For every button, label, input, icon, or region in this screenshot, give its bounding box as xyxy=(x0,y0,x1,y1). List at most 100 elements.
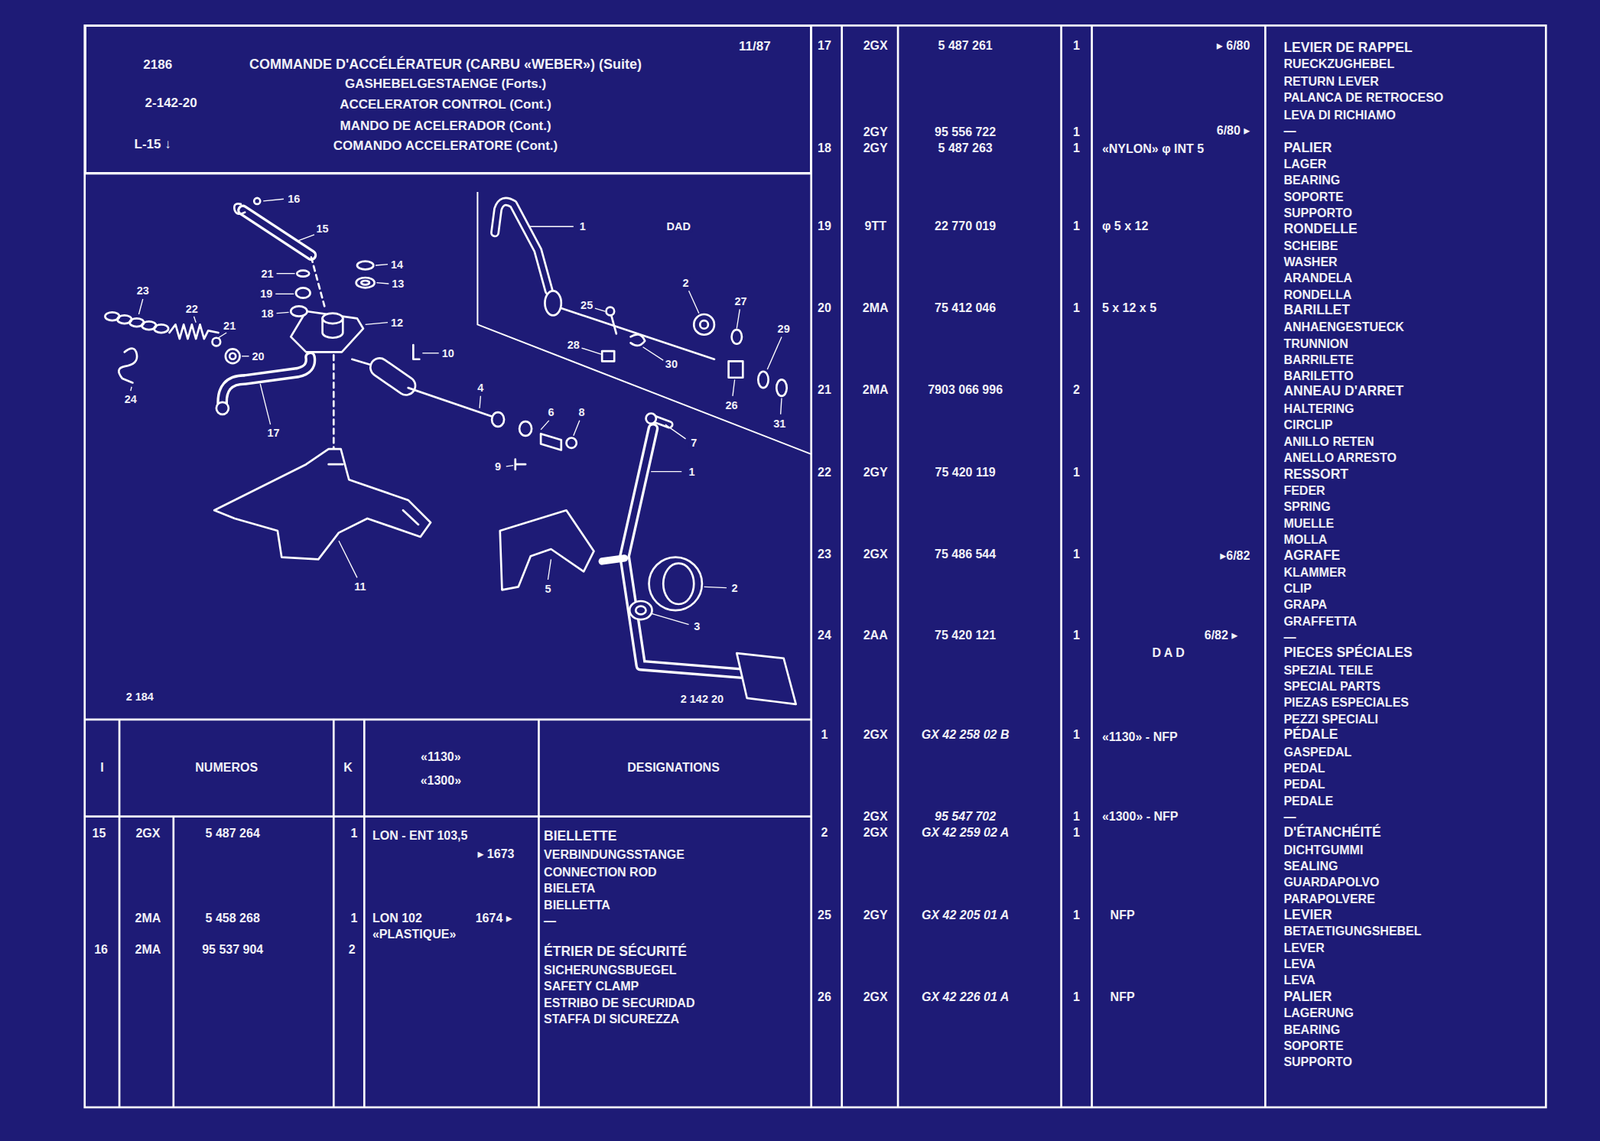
table-cell: 23 xyxy=(817,548,832,561)
leader-line xyxy=(767,336,782,370)
table-cell: 95 556 722 xyxy=(934,126,996,139)
table-cell: PÉDALE xyxy=(1283,728,1338,742)
callout-number: 20 xyxy=(250,350,266,362)
leader-line xyxy=(479,396,481,409)
part-drawing xyxy=(243,210,312,256)
callout-number: 9 xyxy=(493,461,503,473)
part-drawing xyxy=(736,653,796,705)
table-cell: WASHER xyxy=(1283,256,1337,269)
part-drawing xyxy=(253,198,261,205)
table-cell: LAGER xyxy=(1283,158,1327,171)
frame-line xyxy=(477,191,811,455)
callout-number: 13 xyxy=(390,278,406,290)
table-cell: DICHTGUMMI xyxy=(1283,844,1363,857)
callout-number: 6 xyxy=(546,406,556,419)
leader-line xyxy=(276,312,290,313)
part-drawing xyxy=(328,464,419,525)
table-cell: 1 xyxy=(1073,302,1080,315)
callout-number: 22 xyxy=(184,303,200,316)
table-cell: SPEZIAL TEILE xyxy=(1283,664,1373,677)
leader-line xyxy=(241,355,249,357)
part-drawing xyxy=(699,320,709,329)
table-cell: 1 xyxy=(1073,39,1080,53)
table-cell: «1130» - NFP xyxy=(1102,731,1178,744)
part-drawing xyxy=(357,261,374,270)
table-cell: PEDAL xyxy=(1283,778,1325,791)
callout-number: 12 xyxy=(389,316,405,329)
table-cell: SCHEIBE xyxy=(1283,240,1338,253)
part-drawing xyxy=(624,429,744,674)
table-cell: 95 547 702 xyxy=(934,810,996,823)
table-cell: 2MA xyxy=(862,302,889,315)
leader-line xyxy=(650,613,689,625)
leader-line xyxy=(595,308,605,312)
callout-number: 31 xyxy=(771,418,787,430)
table-cell: — xyxy=(543,915,557,928)
table-cell: GX 42 205 01 A xyxy=(921,909,1009,922)
table-cell: — xyxy=(1283,631,1296,644)
table-cell: LEVA xyxy=(1283,958,1315,971)
leader-line xyxy=(665,424,687,440)
callout-number: 15 xyxy=(315,223,331,235)
table-cell: KLAMMER xyxy=(1283,566,1347,579)
callout-number: 1 xyxy=(687,465,697,478)
table-cell: 2MA xyxy=(862,383,889,397)
callout-number: 3 xyxy=(692,621,702,633)
table-cell: ARANDELA xyxy=(1283,272,1353,285)
leader-line xyxy=(581,347,601,355)
table-cell: 5 487 264 xyxy=(205,827,261,840)
leader-line xyxy=(732,379,735,396)
table-cell: 75 486 544 xyxy=(934,548,996,561)
table-cell: 75 420 121 xyxy=(934,629,996,642)
leader-line xyxy=(298,234,315,241)
callout-number: DAD xyxy=(665,221,693,233)
leader-line xyxy=(573,420,580,436)
table-cell: 2MA xyxy=(135,943,162,957)
table-cell: 75 412 046 xyxy=(934,302,996,315)
table-cell: 22 xyxy=(817,466,832,479)
table-cell: 2GX xyxy=(863,810,888,823)
part-drawing xyxy=(356,277,375,288)
callout-number: 21 xyxy=(259,267,275,280)
table-cell: GRAFFETTA xyxy=(1283,615,1357,628)
part-drawing xyxy=(500,510,595,590)
table-cell: ▸ 1673 xyxy=(477,848,514,861)
callout-number: 17 xyxy=(265,427,281,440)
table-cell: BEARING xyxy=(1283,1024,1340,1037)
table-cell: ANILLO RETEN xyxy=(1283,435,1374,449)
part-drawing xyxy=(540,433,562,450)
callout-number: 19 xyxy=(258,288,274,300)
callout-number: 1 xyxy=(578,221,588,233)
callout-number: 24 xyxy=(123,393,139,406)
part-drawing xyxy=(565,438,576,449)
part-drawing xyxy=(243,210,312,256)
table-cell: 1 xyxy=(1073,126,1080,139)
table-cell: «1130» xyxy=(420,751,462,764)
frame-line xyxy=(84,25,1547,1108)
table-cell: 2GX xyxy=(863,728,888,742)
part-drawing xyxy=(169,324,218,339)
table-cell: ▸ 6/80 xyxy=(1216,39,1251,53)
table-cell: 2AA xyxy=(863,629,888,642)
callout-number: 28 xyxy=(565,339,582,352)
table-cell: ÉTRIER DE SÉCURITÉ xyxy=(543,945,687,960)
part-drawing xyxy=(757,371,768,388)
callout-number: 8 xyxy=(576,406,586,419)
table-cell: SEALING xyxy=(1283,860,1338,873)
callout-number: 16 xyxy=(286,193,302,205)
leader-line xyxy=(218,332,228,339)
table-cell: 1 xyxy=(1073,466,1080,479)
part-drawing xyxy=(491,412,505,427)
table-cell: CONNECTION ROD xyxy=(543,866,657,879)
table-cell: BIELLETTA xyxy=(543,899,611,912)
table-cell: 1 xyxy=(1073,810,1080,823)
table-cell: LAGERUNG xyxy=(1283,1007,1354,1020)
part-drawing xyxy=(290,311,364,352)
table-cell: RONDELLA xyxy=(1283,289,1352,302)
table-cell: 6/80 ▸ xyxy=(1216,124,1251,137)
table-cell: 2 xyxy=(821,826,829,840)
table-cell: GASPEDAL xyxy=(1283,746,1352,759)
part-drawing xyxy=(229,353,236,360)
callout-number: 27 xyxy=(733,295,749,307)
table-cell: AGRAFE xyxy=(1283,549,1340,564)
